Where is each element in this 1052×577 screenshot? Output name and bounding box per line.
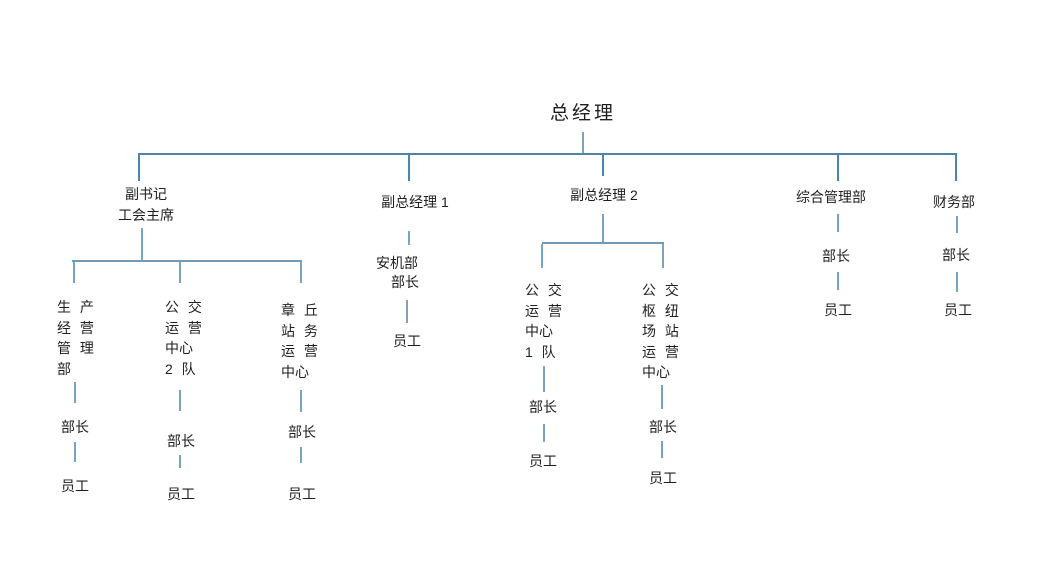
- connector-b2-v2: [406, 300, 408, 323]
- node-finance-dept: 财务部: [933, 194, 975, 210]
- connector-b1c2-v2: [179, 455, 181, 468]
- connector-b2-v1: [408, 231, 410, 245]
- staff-finance: 员工: [944, 302, 972, 318]
- node-production-mgmt-dept: 生 产 经 营 管 理 部: [57, 299, 94, 377]
- connector-b1-horizontal: [72, 260, 302, 262]
- connector-drop-deputy-gm-1: [408, 153, 410, 181]
- connector-b3c1-v1: [543, 366, 545, 392]
- connector-b3-horizontal: [542, 242, 664, 244]
- staff-bus-ops-team2: 员工: [167, 486, 195, 502]
- connector-b1c3-v1: [300, 390, 302, 412]
- node-general-manager: 总经理: [549, 103, 617, 124]
- connector-b4-v2: [837, 272, 839, 290]
- connector-b3c2-v2: [661, 441, 663, 458]
- node-bus-ops-center-team1: 公 交 运 营 中心 1 队: [525, 282, 562, 360]
- staff-production-mgmt: 员工: [61, 478, 89, 494]
- connector-b1c1-v1: [74, 382, 76, 403]
- connector-b3c1-v2: [543, 424, 545, 442]
- node-anji-dept-chief: 安机部 部长: [376, 255, 419, 290]
- chief-bus-ops-team1: 部长: [529, 399, 557, 415]
- node-general-admin-dept: 综合管理部: [796, 189, 866, 205]
- connector-b4-v1: [837, 214, 839, 232]
- connector-b1-drop2: [179, 262, 181, 283]
- chief-production-mgmt: 部长: [61, 419, 89, 435]
- connector-b1-stem: [141, 228, 143, 260]
- chief-bus-hub-station: 部长: [649, 419, 677, 435]
- chief-bus-ops-team2: 部长: [167, 433, 195, 449]
- staff-bus-ops-team1: 员工: [529, 453, 557, 469]
- connector-drop-general-admin: [837, 153, 839, 181]
- staff-zhangqiu-station: 员工: [288, 486, 316, 502]
- staff-anji-dept: 员工: [393, 333, 421, 349]
- staff-general-admin: 员工: [824, 302, 852, 318]
- connector-b5-v1: [956, 216, 958, 233]
- node-deputy-secretary-line2: 工会主席: [118, 207, 174, 223]
- staff-bus-hub-station: 员工: [649, 470, 677, 486]
- connector-b5-v2: [956, 272, 958, 292]
- node-bus-hub-station-ops-center: 公 交 枢 纽 场 站 运 营 中心: [642, 282, 679, 380]
- node-deputy-secretary: 副书记 工会主席: [118, 184, 174, 226]
- connector-b3c2-v1: [661, 385, 663, 409]
- connector-b1-drop3: [300, 262, 302, 283]
- connector-b3-drop1: [541, 244, 543, 268]
- node-zhangqiu-station-ops-center: 章 丘 站 务 运 营 中心: [281, 302, 318, 380]
- node-deputy-secretary-line1: 副书记: [125, 186, 167, 202]
- node-bus-ops-center-team2: 公 交 运 营 中心 2 队: [165, 299, 202, 377]
- connector-b1c3-v2: [300, 447, 302, 463]
- chief-general-admin: 部长: [822, 248, 850, 264]
- connector-b1c2-v1: [179, 390, 181, 411]
- node-deputy-gm-2: 副总经理 2: [570, 187, 638, 203]
- connector-b1c1-v2: [74, 442, 76, 462]
- chief-finance: 部长: [942, 247, 970, 263]
- connector-root-drop: [582, 132, 584, 153]
- connector-b3-stem: [602, 214, 604, 242]
- chief-zhangqiu-station: 部长: [288, 424, 316, 440]
- connector-main-horizontal: [139, 153, 957, 155]
- connector-b3-drop2: [662, 244, 664, 268]
- connector-b1-drop1: [73, 262, 75, 283]
- node-deputy-gm-1: 副总经理 1: [381, 194, 449, 210]
- connector-drop-deputy-gm-2: [602, 153, 604, 176]
- connector-drop-deputy-secretary: [138, 153, 140, 181]
- connector-drop-finance: [955, 153, 957, 181]
